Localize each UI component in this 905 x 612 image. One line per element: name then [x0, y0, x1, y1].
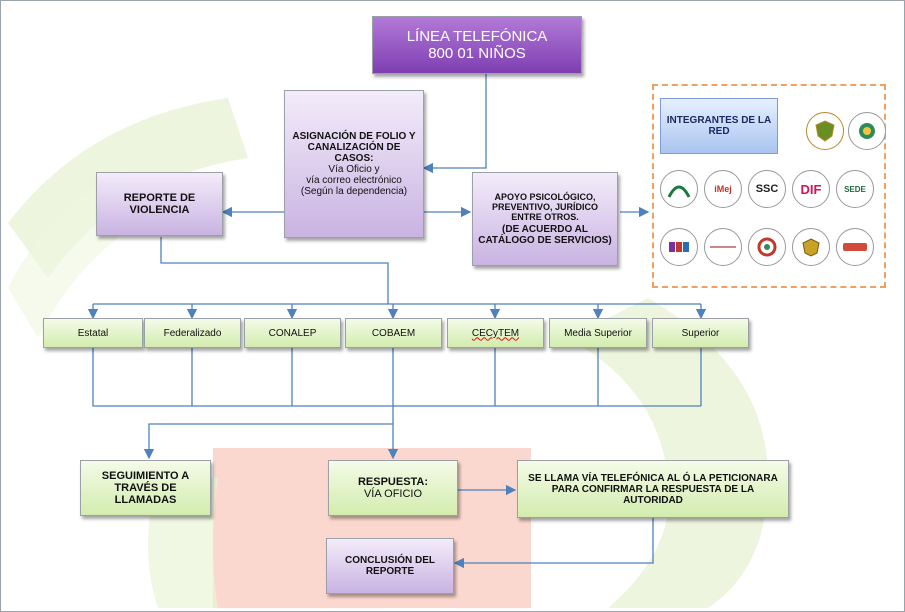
member-logo-ssc: SSC — [748, 170, 786, 208]
folio-assignment-line1: Vía Oficio y — [328, 164, 380, 175]
dept-media-superior: Media Superior — [549, 318, 647, 348]
dept-federalizado: Federalizado — [144, 318, 241, 348]
follow-up-calls-box: SEGUIMIENTO A TRAVÉS DE LLAMADAS — [80, 460, 211, 516]
response-box: RESPUESTA: VÍA OFICIO — [328, 460, 458, 516]
leaf-icon — [859, 123, 875, 139]
member-logo-dif: DIF — [792, 170, 830, 208]
dept-superior: Superior — [652, 318, 749, 348]
member-logo-imej: iMej — [704, 170, 742, 208]
member-logo-2 — [848, 112, 886, 150]
response-subtitle: VÍA OFICIO — [363, 488, 423, 500]
response-title: RESPUESTA: — [357, 476, 429, 488]
member-logo-12 — [836, 228, 874, 266]
member-logo-8 — [660, 228, 698, 266]
violence-report-title: REPORTE DE VIOLENCIA — [123, 192, 196, 216]
text-logo-icon — [710, 246, 736, 248]
violence-report-box: REPORTE DE VIOLENCIA — [96, 172, 223, 236]
dept-conalep: CONALEP — [244, 318, 341, 348]
folio-assignment-box: ASIGNACIÓN DE FOLIO Y CANALIZACIÓN DE CA… — [284, 90, 424, 238]
support-services-box: APOYO PSICOLÓGICO, PREVENTIVO, JURÍDICO … — [472, 172, 618, 266]
dept-cecytem: CECyTEM — [447, 318, 544, 348]
connector-lines — [87, 74, 707, 569]
wordmark-icon — [843, 243, 867, 251]
report-conclusion-box: CONCLUSIÓN DEL REPORTE — [326, 538, 454, 594]
network-members-title: INTEGRANTES DE LA RED — [666, 115, 772, 137]
folio-assignment-line2: vía correo electrónico — [306, 175, 402, 186]
member-logo-11 — [792, 228, 830, 266]
arch-icon — [667, 185, 691, 198]
phone-line-number: 800 01 NIÑOS — [428, 45, 526, 62]
member-logo-sede: SEDE — [836, 170, 874, 208]
network-members-title-box: INTEGRANTES DE LA RED — [660, 98, 778, 154]
member-logo-1 — [806, 112, 844, 150]
member-logo-9 — [704, 228, 742, 266]
support-services-subtitle: (DE ACUERDO AL CATÁLOGO DE SERVICIOS) — [478, 224, 612, 246]
support-services-title: APOYO PSICOLÓGICO, PREVENTIVO, JURÍDICO … — [491, 192, 599, 222]
phone-line-box: LÍNEA TELEFÓNICA 800 01 NIÑOS — [372, 16, 582, 74]
diagram-canvas: LÍNEA TELEFÓNICA 800 01 NIÑOS ASIGNACIÓN… — [8, 8, 897, 608]
member-logo-3 — [660, 170, 698, 208]
folio-assignment-title: ASIGNACIÓN DE FOLIO Y CANALIZACIÓN DE CA… — [292, 131, 416, 164]
stripes-icon — [669, 242, 689, 252]
folio-assignment-line3: (Según la dependencia) — [300, 186, 408, 197]
member-logo-10 — [748, 228, 786, 266]
dept-estatal: Estatal — [43, 318, 143, 348]
phone-line-title: LÍNEA TELEFÓNICA — [406, 28, 548, 45]
network-members-panel: INTEGRANTES DE LA RED iMej SSC DIF SEDE — [652, 84, 886, 288]
dept-cobaem: COBAEM — [345, 318, 442, 348]
crest-icon — [802, 238, 820, 257]
ring-icon — [757, 237, 777, 257]
phone-confirmation-box: SE LLAMA VÍA TELEFÓNICA AL Ó LA PETICION… — [517, 460, 789, 518]
shield-icon — [815, 120, 835, 142]
